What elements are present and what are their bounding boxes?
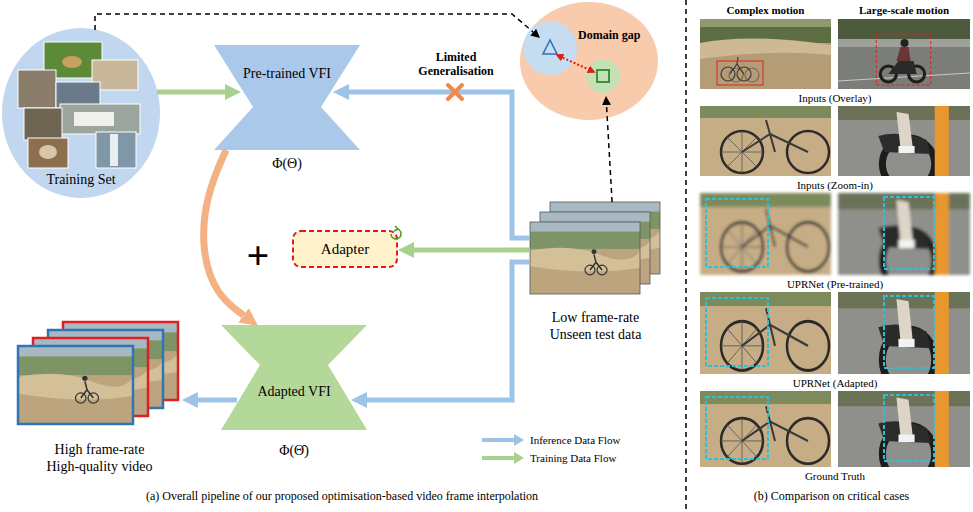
column-header: Complex motion	[700, 3, 831, 17]
subfigure-caption: (b) Comparison on critical cases	[690, 489, 973, 504]
legend-label: Inference Data Flow	[530, 433, 620, 447]
network-block-outline	[220, 325, 368, 430]
train-domain	[523, 21, 577, 75]
dataset-circle: Training Set	[2, 28, 160, 198]
node-label: Pre-trained VFI	[243, 66, 331, 83]
node-symbol: Φ(Θ̂)	[279, 443, 309, 460]
input-frames: Low frame-rate Unseen test data	[528, 198, 663, 346]
pretrained-result	[700, 193, 831, 275]
zoom-ghost	[709, 106, 831, 176]
node-label: Domain gap	[578, 28, 640, 42]
edge-label: Limited Generalisation	[408, 50, 504, 78]
row-label: UPRNet (Pre-trained)	[735, 277, 935, 291]
flow-arrow	[204, 150, 244, 315]
train-marker	[543, 40, 557, 54]
legend-label: Training Data Flow	[530, 451, 616, 465]
network-block-fill	[214, 45, 360, 150]
ground-truth-image	[838, 391, 970, 482]
adapted-result	[700, 292, 831, 374]
node-label: Adapted VFI	[257, 384, 330, 401]
domain-gap-circle-outline	[520, 2, 658, 120]
adapter-box-fill	[293, 231, 397, 267]
domain-gap-circle-fill	[520, 2, 658, 120]
column-header: Large-scale motion	[838, 3, 970, 17]
dashed-arrow	[95, 14, 533, 32]
row-label: Inputs (Overlay)	[735, 91, 935, 105]
zoom-image	[838, 106, 970, 190]
flow-arrow	[349, 92, 530, 238]
zoom-ghost	[838, 106, 958, 176]
legend-arrow	[482, 434, 524, 446]
node-label: Training Set	[46, 172, 115, 189]
domain-gap-circle: Domain gap	[520, 2, 658, 120]
flow-arrow	[157, 89, 225, 94]
blocked-cross	[448, 85, 462, 99]
subfigure-caption: (a) Overall pipeline of our proposed opt…	[0, 489, 684, 504]
legend: Inference Data FlowTraining Data Flow	[482, 431, 620, 467]
node-symbol: Φ(Θ)	[272, 156, 302, 173]
overlay-image	[838, 19, 970, 89]
legend-arrow	[482, 452, 524, 464]
test-marker	[597, 70, 609, 82]
output-frames-stack	[18, 322, 178, 424]
pretrained-result	[838, 193, 970, 291]
overlay-image	[700, 19, 831, 89]
highlight-boxes	[706, 197, 934, 461]
output-frames: High frame-rate High-quality video	[12, 318, 187, 478]
dataset-circle-fill	[2, 28, 160, 198]
comparison-images	[700, 19, 970, 482]
flow-arrow	[414, 247, 530, 252]
node-label: Low frame-rate Unseen test data	[537, 310, 655, 344]
test-domain	[586, 59, 620, 93]
network-block-outline	[213, 45, 361, 150]
dashed-arrow	[606, 105, 612, 202]
flow-arrow	[198, 398, 237, 403]
node-label: High frame-rate High-quality video	[37, 442, 162, 476]
input-frames-stack	[530, 202, 660, 294]
ground-truth-image	[700, 391, 831, 467]
zoom-image	[700, 106, 831, 176]
network-block: Pre-trained VFI Φ(Θ)	[213, 45, 361, 173]
node-label: Adapter	[321, 240, 369, 258]
adapted-result	[838, 292, 970, 390]
panel-separator	[685, 0, 687, 512]
row-label: UPRNet (Adapted)	[735, 376, 935, 390]
plus-sign: +	[236, 236, 280, 276]
flow-arrow	[367, 262, 530, 400]
network-block: Adapted VFI Φ(Θ̂)	[220, 325, 368, 460]
network-block-fill	[221, 325, 367, 430]
row-label: Inputs (Zoom-in)	[735, 178, 935, 192]
row-label: Ground Truth	[735, 469, 935, 483]
adapter-box: Adapter	[292, 230, 398, 268]
